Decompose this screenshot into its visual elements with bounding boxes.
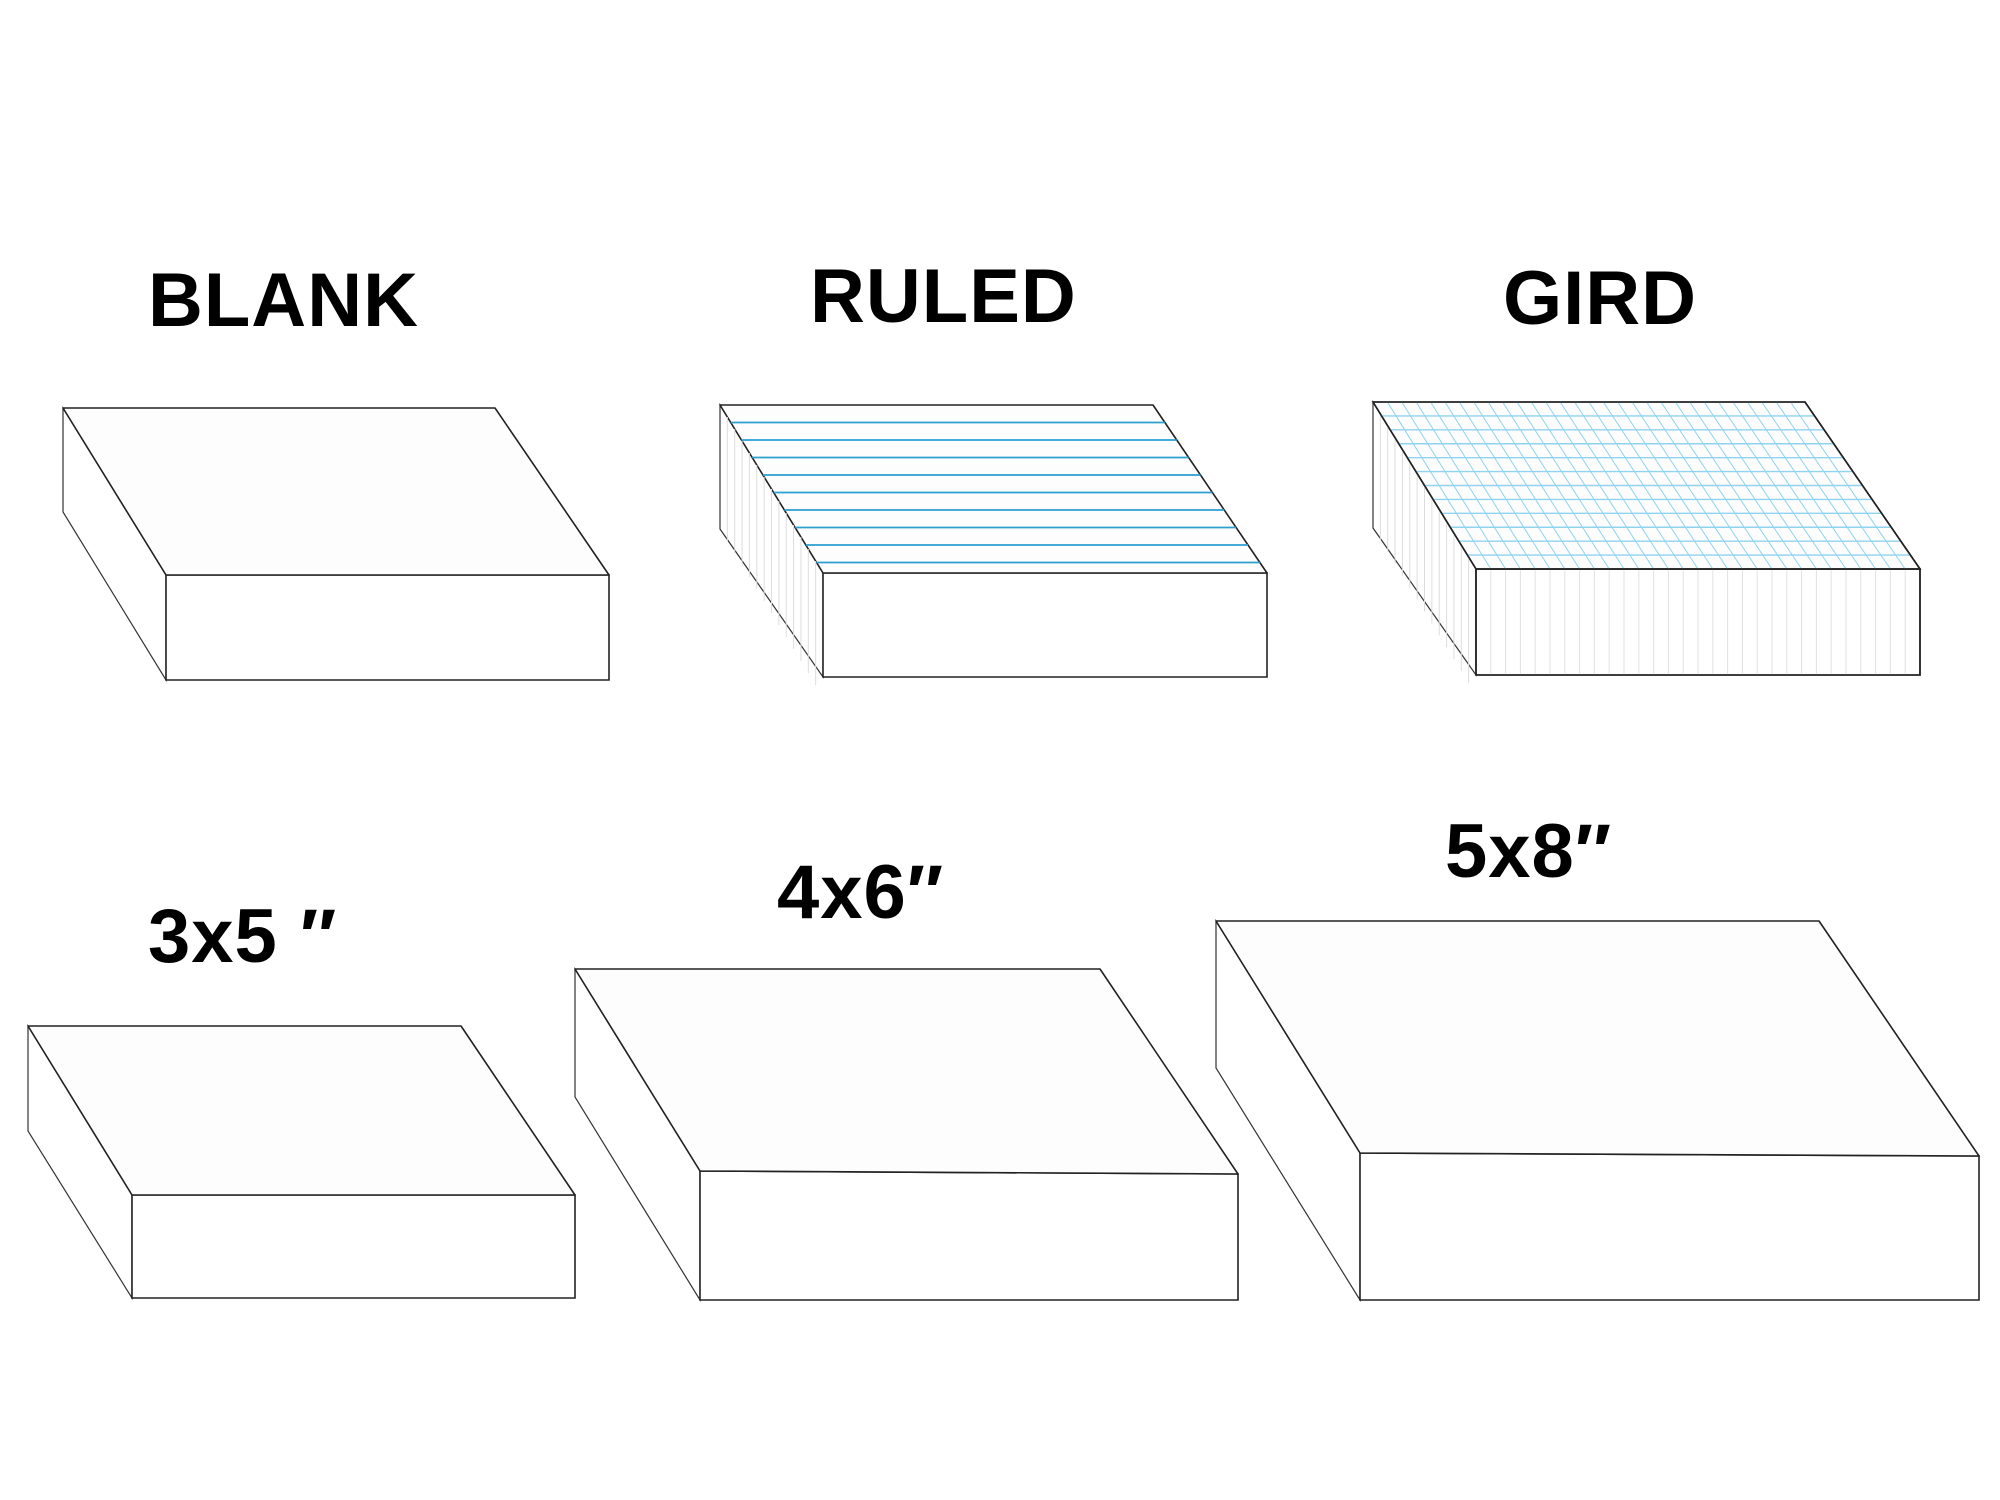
- blank-card-stack-front: [165, 574, 610, 681]
- grid-line-vertical: [1746, 401, 1862, 570]
- grid-line-vertical: [1444, 401, 1551, 570]
- label-grid: GIRD: [1503, 256, 1697, 341]
- grid-line-vertical: [1487, 401, 1595, 570]
- card-stack-5x8-front: [1359, 1152, 1980, 1301]
- label-5x8: 5x8″: [1445, 809, 1612, 894]
- grid-line-vertical: [1415, 401, 1521, 570]
- grid-line-vertical: [1502, 401, 1610, 570]
- grid-line-vertical: [1602, 401, 1714, 570]
- label-ruled: RULED: [810, 254, 1077, 339]
- grid-line-vertical: [1530, 401, 1640, 570]
- card-stack-4x6-front: [699, 1170, 1239, 1301]
- label-3x5: 3x5 ″: [148, 894, 337, 979]
- grid-line-vertical: [1386, 401, 1492, 570]
- grid-line-vertical: [1703, 401, 1817, 570]
- grid-line-vertical: [1617, 401, 1729, 570]
- grid-line-vertical: [1775, 401, 1891, 570]
- grid-line-vertical: [1674, 401, 1788, 570]
- card-stack-3x5-front: [131, 1194, 576, 1299]
- label-blank: BLANK: [148, 258, 419, 343]
- grid-line-vertical: [1559, 401, 1669, 570]
- ruled-card-stack-top: [719, 404, 1268, 574]
- grid-line-vertical: [1574, 401, 1684, 570]
- grid-card-stack-front-outline: [1475, 568, 1921, 676]
- card-stack-4x6-top: [574, 968, 1239, 1175]
- grid-line-vertical: [1473, 401, 1581, 570]
- grid-line-vertical: [1516, 401, 1625, 570]
- grid-line-vertical: [1588, 401, 1699, 570]
- grid-line-vertical: [1646, 401, 1758, 570]
- ruled-card-stack-front: [822, 572, 1268, 678]
- grid-line-vertical: [1790, 401, 1906, 570]
- grid-line-vertical: [1732, 401, 1847, 570]
- label-4x6: 4x6″: [777, 850, 944, 935]
- grid-line-vertical: [1458, 401, 1566, 570]
- grid-line-vertical: [1660, 401, 1773, 570]
- grid-line-vertical: [1718, 401, 1832, 570]
- grid-line-vertical: [1761, 401, 1877, 570]
- grid-line-vertical: [1545, 401, 1655, 570]
- grid-line-vertical: [1631, 401, 1743, 570]
- blank-card-stack-top: [62, 407, 610, 576]
- card-stack-3x5-top: [27, 1025, 576, 1196]
- grid-line-vertical: [1401, 401, 1507, 570]
- grid-line-vertical: [1430, 401, 1536, 570]
- grid-line-vertical: [1689, 401, 1803, 570]
- card-stack-5x8-top: [1215, 920, 1980, 1157]
